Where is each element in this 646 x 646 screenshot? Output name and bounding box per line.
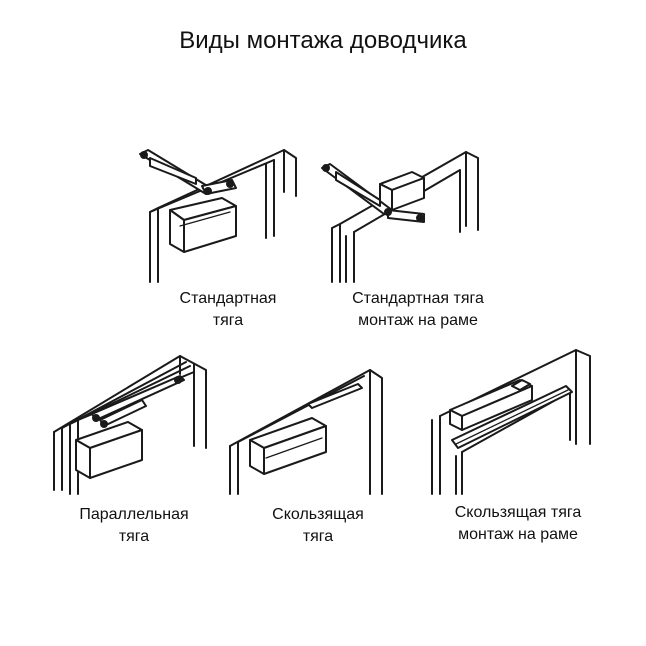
caption-sliding-arm: Скользящая тяга [272,506,364,545]
caption-parallel-arm: Параллельная тяга [79,506,189,545]
sliding-arm-frame-illustration [431,349,591,495]
parallel-arm-illustration [53,355,207,495]
caption-sliding-arm-frame: Скользящая тяга монтаж на раме [454,504,582,543]
caption-standard-arm: Стандартная тяга [179,290,277,329]
page-title: Виды монтажа доводчика [179,27,467,54]
standard-arm-frame-illustration [321,151,479,283]
sliding-arm-illustration [229,369,383,495]
standard-arm-illustration [139,149,297,283]
caption-standard-arm-frame: Стандартная тяга монтаж на раме [352,290,484,329]
